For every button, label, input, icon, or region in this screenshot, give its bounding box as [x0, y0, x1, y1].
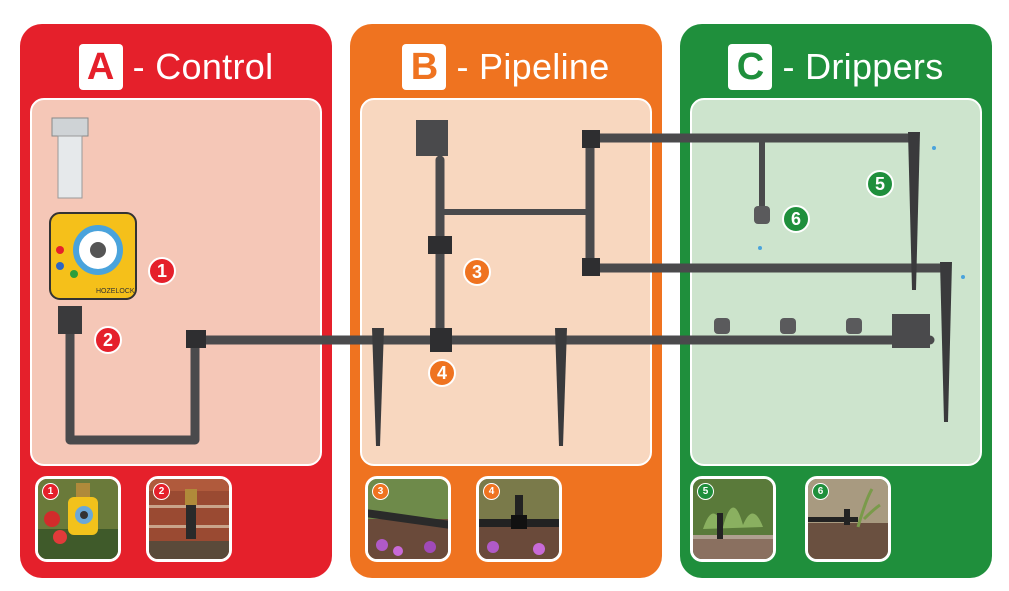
timer-brand-label: HOZELOCK [96, 288, 135, 295]
thumbnail-badge-5: 5 [697, 483, 714, 500]
control-letter: A [78, 44, 123, 90]
control-panel-heading: A - Control [20, 42, 332, 92]
stake-dripper-top [908, 132, 920, 290]
stake-dripper-photo-icon [693, 479, 773, 559]
inline-dripper-2 [780, 318, 796, 334]
stake-mid [555, 328, 567, 446]
thumbnail-pipe[interactable]: 3 [365, 476, 451, 562]
pipeline-panel: B - Pipeline 3 4 [350, 24, 662, 578]
adapter-photo-icon [149, 479, 229, 559]
loop-return-pipe [585, 235, 945, 273]
tap-icon [51, 117, 89, 137]
thumbnail-inline-dripper[interactable]: 6 [805, 476, 891, 562]
drippers-panel-heading: C - Drippers [680, 42, 992, 92]
callout-4: 4 [428, 359, 456, 387]
elbow-fitting-c [582, 130, 600, 148]
thumbnail-stake-dripper[interactable]: 5 [690, 476, 776, 562]
control-pipe [65, 310, 200, 445]
pipeline-title: - Pipeline [456, 46, 610, 87]
water-drop-icon [932, 146, 936, 150]
stake-dripper-right [940, 262, 952, 422]
drippers-title: - Drippers [782, 46, 944, 87]
timer-button-blue-icon [56, 262, 64, 270]
thumbnail-badge-3: 3 [372, 483, 389, 500]
thumbnail-tee[interactable]: 4 [476, 476, 562, 562]
thumbnail-badge-6: 6 [812, 483, 829, 500]
callout-3: 3 [463, 258, 491, 286]
inline-dripper-1 [714, 318, 730, 334]
callout-6: 6 [782, 205, 810, 233]
pipeline-panel-heading: B - Pipeline [350, 42, 662, 92]
pipe-end-cap-c [892, 314, 930, 348]
drippers-letter: C [728, 44, 773, 90]
pipe-photo-icon [368, 479, 448, 559]
pipeline-letter: B [402, 44, 447, 90]
pipeline-diagram-area [360, 98, 652, 466]
drippers-panel: C - Drippers 5 6 [680, 24, 992, 578]
thumbnail-adapter[interactable]: 2 [146, 476, 232, 562]
control-title: - Control [132, 46, 274, 87]
timer-button-red-icon [56, 246, 64, 254]
tee-photo-icon [479, 479, 559, 559]
elbow-fitting [186, 330, 206, 348]
inline-dripper-photo-icon [808, 479, 888, 559]
drippers-diagram-area [690, 98, 982, 466]
thumbnail-badge-4: 4 [483, 483, 500, 500]
timer-button-green-icon [70, 270, 78, 278]
thumbnail-timer[interactable]: 1 [35, 476, 121, 562]
elbow-fitting-c2 [582, 258, 600, 276]
timer-photo-icon [38, 479, 118, 559]
thumbnail-badge-2: 2 [153, 483, 170, 500]
callout-2: 2 [94, 326, 122, 354]
inline-dripper-6 [754, 206, 770, 224]
wall-bracket [428, 236, 452, 254]
tee-fitting [430, 328, 452, 352]
stake-left [372, 328, 384, 446]
thumbnail-badge-1: 1 [42, 483, 59, 500]
adapter-icon [58, 306, 82, 334]
inline-dripper-3 [846, 318, 862, 334]
tap-pipe-icon [57, 135, 83, 199]
loop-pipe [585, 133, 920, 273]
pipe-end-cap-b [416, 120, 448, 156]
callout-1: 1 [148, 257, 176, 285]
callout-5: 5 [866, 170, 894, 198]
